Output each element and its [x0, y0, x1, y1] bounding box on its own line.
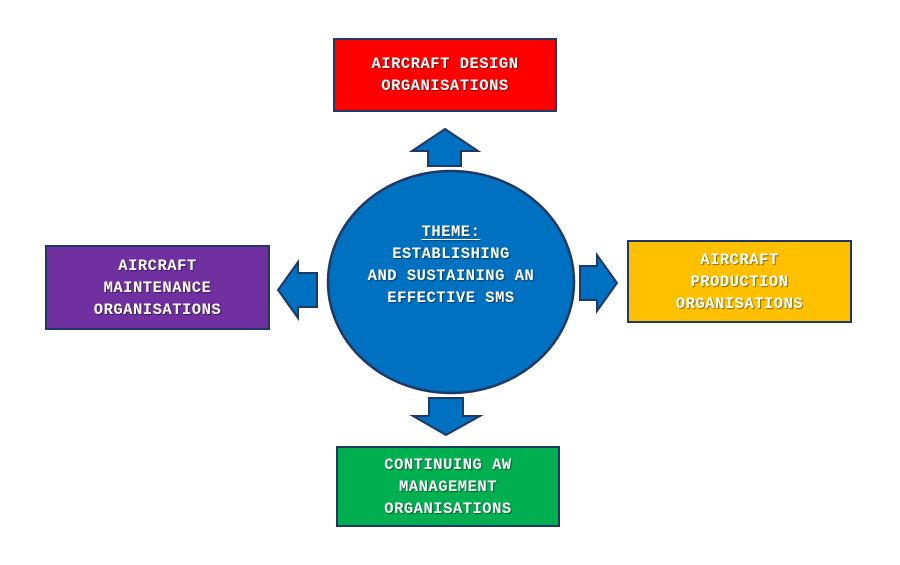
- box-line: ORGANISATIONS: [384, 499, 512, 518]
- box-line: MAINTENANCE: [103, 278, 212, 297]
- theme-line-2: AND SUSTAINING AN: [367, 267, 535, 285]
- theme-title: THEME:: [421, 223, 481, 241]
- arrow-left-icon: [276, 258, 318, 322]
- theme-ellipse: [326, 169, 576, 395]
- box-line: CONTINUING AW: [384, 455, 512, 474]
- arrow-down-icon: [409, 397, 484, 437]
- box-line: MANAGEMENT: [398, 477, 497, 496]
- continuing-aw-management-organisations-box: CONTINUING AW MANAGEMENT ORGANISATIONS: [336, 446, 560, 527]
- theme-line-3: EFFECTIVE SMS: [387, 289, 515, 307]
- aircraft-design-organisations-box: AIRCRAFT DESIGN ORGANISATIONS: [333, 38, 557, 112]
- box-line: AIRCRAFT DESIGN: [371, 55, 519, 73]
- arrow-right-icon: [579, 251, 619, 315]
- aircraft-maintenance-organisations-box: AIRCRAFT MAINTENANCE ORGANISATIONS: [45, 245, 270, 330]
- box-line: AIRCRAFT: [118, 256, 197, 275]
- box-line: ORGANISATIONS: [381, 77, 509, 95]
- box-line: ORGANISATIONS: [675, 294, 804, 313]
- arrow-up-icon: [408, 127, 482, 167]
- theme-label: THEME: ESTABLISHING AND SUSTAINING AN EF…: [327, 170, 575, 394]
- box-line: PRODUCTION: [690, 272, 789, 291]
- box-line: AIRCRAFT: [700, 250, 779, 269]
- theme-line-1: ESTABLISHING: [392, 245, 510, 263]
- box-line: ORGANISATIONS: [93, 300, 222, 319]
- aircraft-production-organisations-box: AIRCRAFT PRODUCTION ORGANISATIONS: [627, 240, 852, 323]
